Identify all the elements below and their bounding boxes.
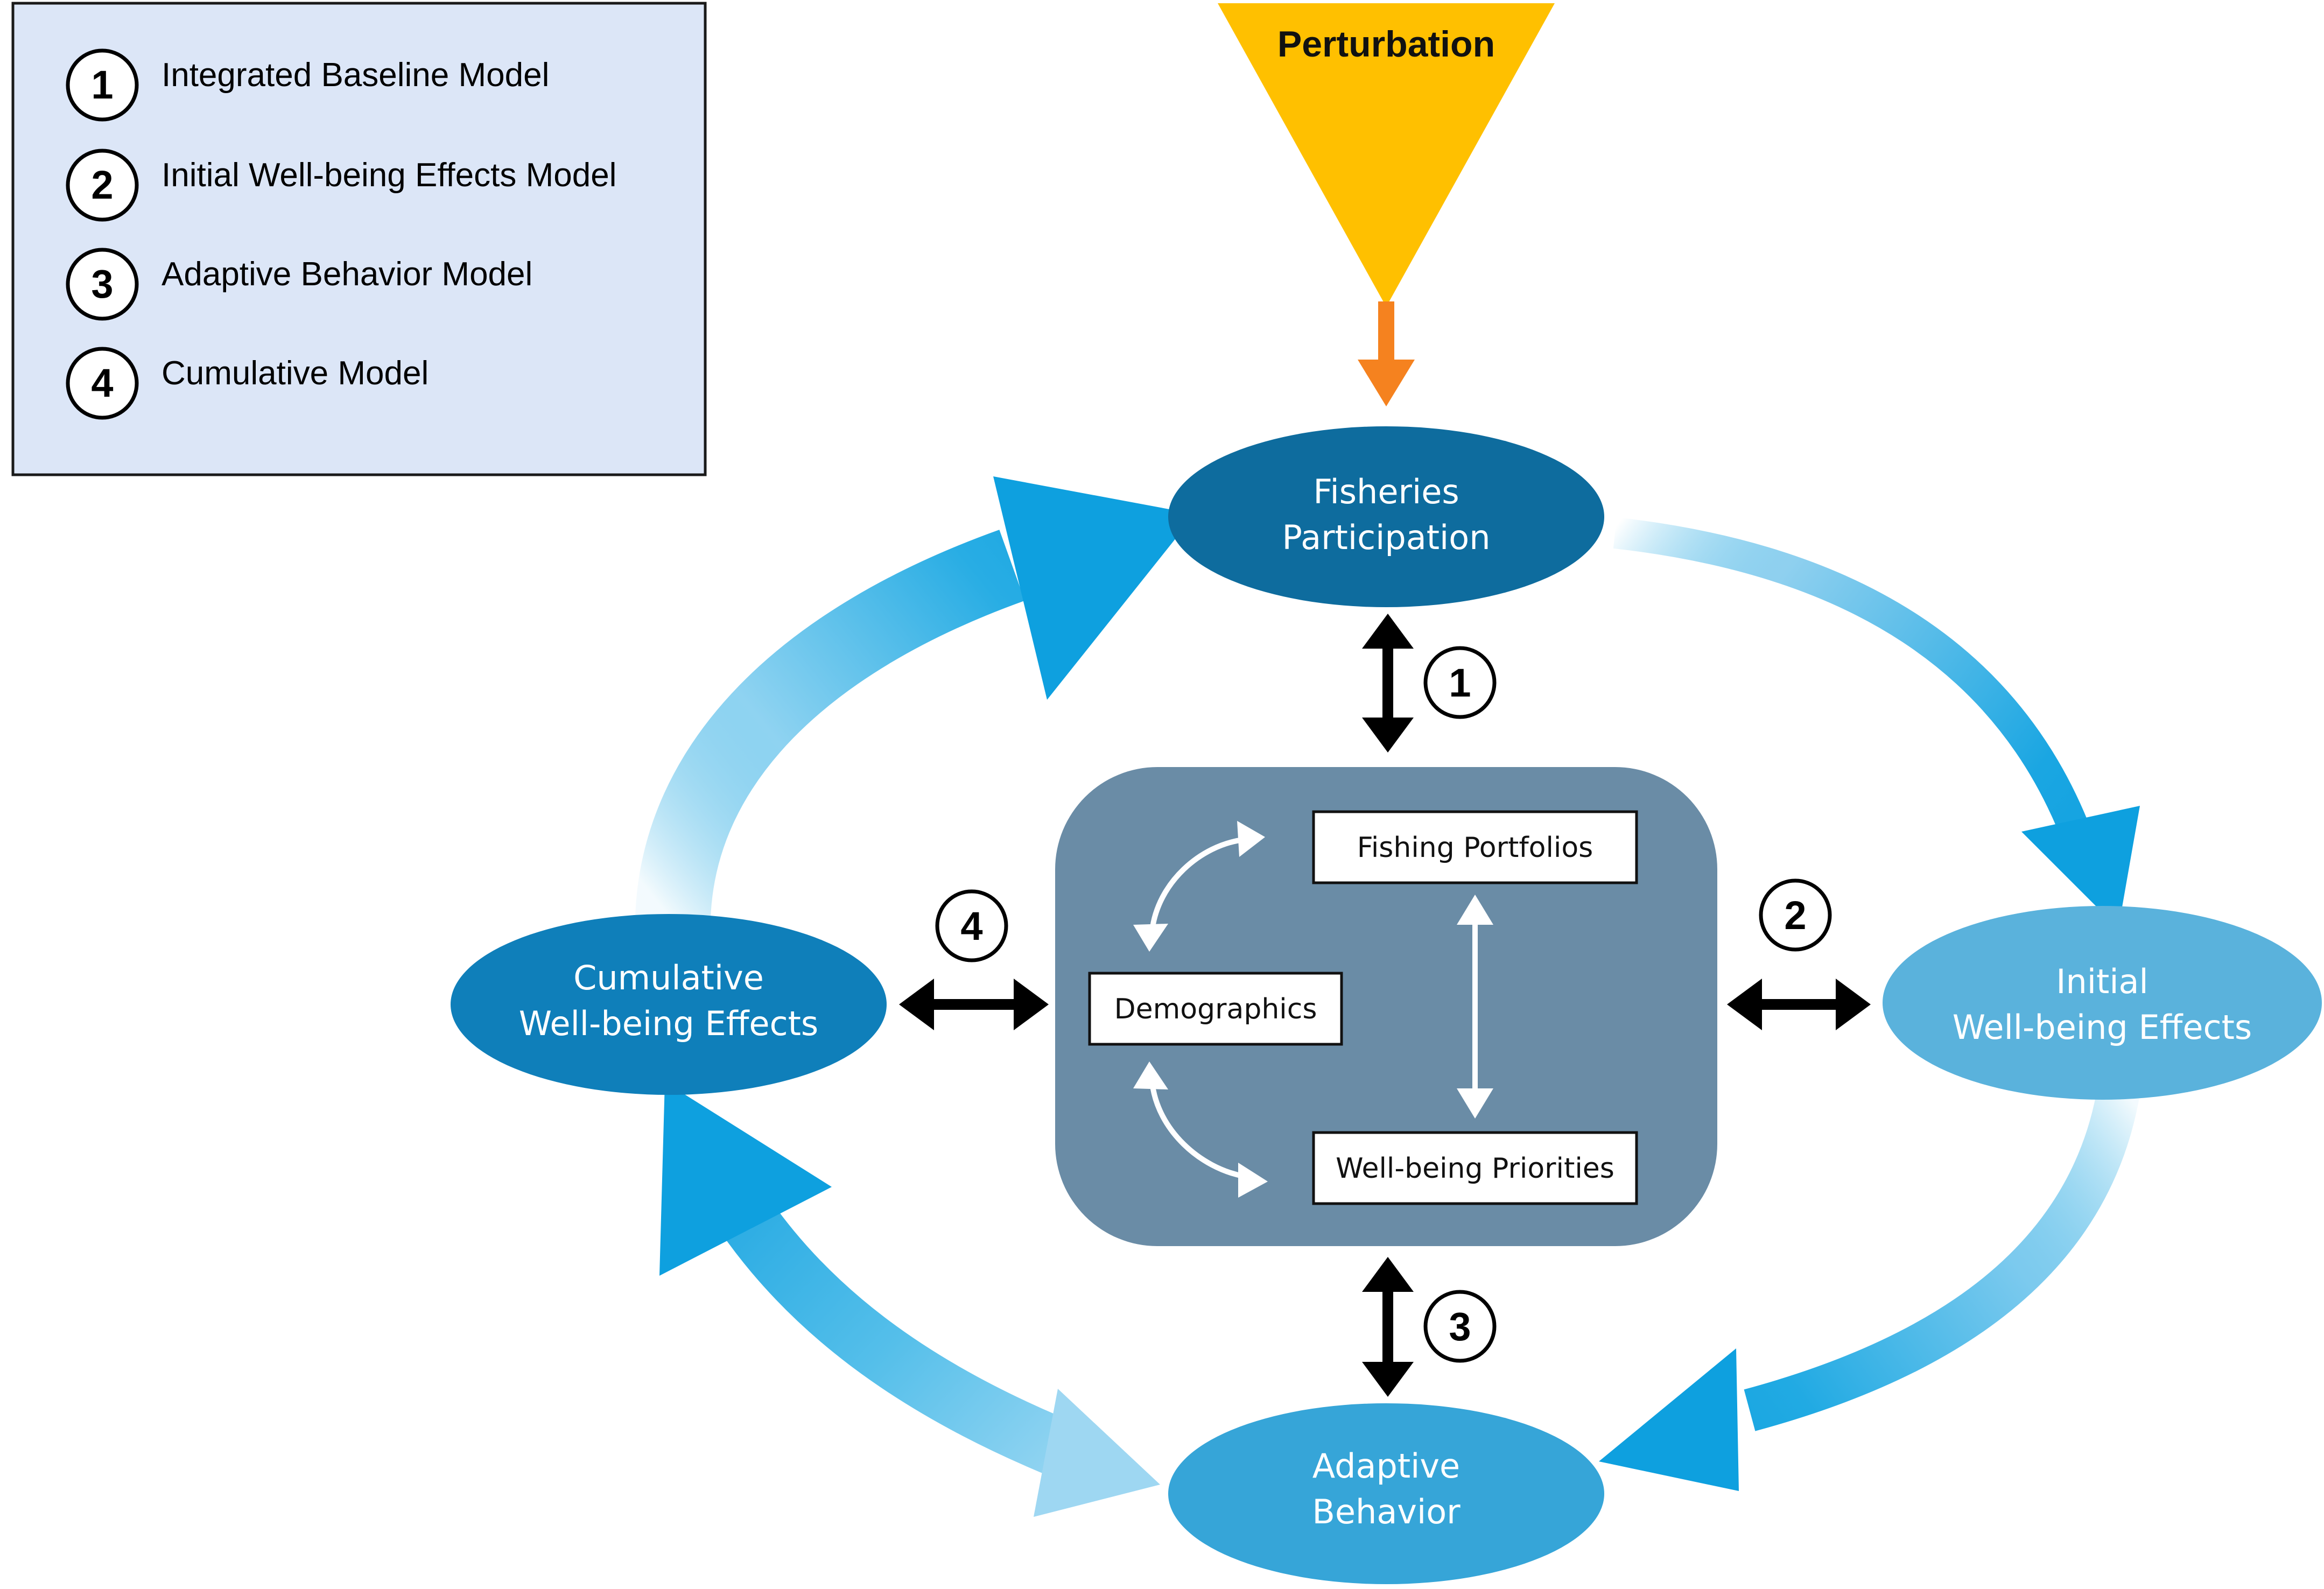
node-label-line1: Cumulative	[573, 958, 764, 997]
legend-item: 3 Adaptive Behavior Model	[66, 248, 532, 321]
node-adaptive-behavior: Adaptive Behavior	[1168, 1403, 1604, 1584]
legend-number-circle	[66, 48, 139, 122]
legend-number: 4	[91, 361, 113, 405]
fishing-portfolios-box	[1312, 810, 1638, 884]
legend-number: 2	[91, 163, 113, 207]
legend-label: Adaptive Behavior Model	[162, 256, 532, 293]
perturbation-arrow-shaft	[1378, 301, 1394, 363]
node-label-line2: Well-being Effects	[1953, 1008, 2252, 1047]
legend-label: Integrated Baseline Model	[162, 57, 549, 94]
connector-head	[1362, 1257, 1414, 1292]
legend-item: 1 Integrated Baseline Model	[66, 48, 549, 122]
legend-number: 3	[91, 262, 113, 306]
connector-bottom: 3	[1362, 1257, 1497, 1397]
arrowhead-white	[1238, 1163, 1268, 1198]
connector-number-circle	[1423, 1290, 1497, 1363]
legend-label: Initial Well-being Effects Model	[162, 157, 616, 194]
arrowhead-bottom-right	[1599, 1348, 1739, 1491]
wellbeing-priorities-box	[1312, 1131, 1638, 1205]
demographics-box	[1088, 972, 1343, 1046]
arrowhead-white	[1133, 924, 1168, 952]
connector-head	[1014, 979, 1049, 1030]
perturbation: Perturbation	[1218, 3, 1555, 406]
arrowhead-white	[1237, 821, 1265, 857]
arrowhead-bottom-left-down	[1034, 1389, 1160, 1517]
arrowhead-top-left	[993, 476, 1195, 700]
perturbation-triangle	[1218, 3, 1555, 307]
connector-number: 4	[960, 904, 982, 948]
connector-number-circle	[1759, 878, 1832, 952]
legend-number-circle	[66, 248, 139, 321]
connector-number-circle	[935, 889, 1008, 962]
connector-left: 4	[899, 889, 1049, 1030]
flow-arrow-top-left	[635, 530, 1025, 920]
node-fisheries-participation: Fisheries Participation	[1168, 426, 1604, 607]
connector-right: 2	[1727, 878, 1871, 1030]
center-panel-box	[1055, 767, 1717, 1246]
connector-head	[1362, 614, 1414, 649]
connector-number-circle	[1423, 646, 1497, 719]
perturbation-arrowhead	[1358, 360, 1415, 406]
arrowhead-bottom-left-up	[659, 1082, 832, 1276]
center-panel: Fishing Portfolios Demographics Well-bei…	[1055, 767, 1717, 1246]
node-cumulative-wellbeing: Cumulative Well-being Effects	[451, 914, 887, 1095]
node-initial-wellbeing: Initial Well-being Effects	[1883, 906, 2322, 1100]
connector-number: 3	[1449, 1304, 1471, 1349]
connector-head	[899, 979, 934, 1030]
legend-item: 4 Cumulative Model	[66, 347, 429, 420]
node-ellipse	[1883, 906, 2322, 1100]
fishing-portfolios-label: Fishing Portfolios	[1357, 832, 1593, 864]
legend: 1 Integrated Baseline Model 2 Initial We…	[11, 2, 707, 476]
connector-head	[1836, 979, 1871, 1030]
connector-head	[1362, 1362, 1414, 1397]
flow-arrow-bottom-right	[1744, 1088, 2140, 1431]
legend-label: Cumulative Model	[162, 355, 429, 392]
connector-top: 1	[1362, 614, 1497, 753]
perturbation-label: Perturbation	[1277, 24, 1495, 65]
legend-number: 1	[91, 62, 113, 107]
arrowhead-up-white	[1457, 895, 1493, 925]
wellbeing-priorities-label: Well-being Priorities	[1336, 1152, 1614, 1185]
demographics-portfolios-arrow	[1149, 837, 1244, 932]
demographics-priorities-arrow	[1149, 1081, 1244, 1179]
node-label-line1: Initial	[2056, 962, 2149, 1001]
flow-arrows	[635, 476, 2140, 1517]
arrowhead-top-right	[2021, 806, 2140, 929]
legend-number-circle	[66, 347, 139, 420]
demographics-label: Demographics	[1114, 993, 1317, 1025]
arrowhead-white	[1133, 1061, 1168, 1089]
legend-item: 2 Initial Well-being Effects Model	[66, 149, 616, 222]
node-label-line2: Behavior	[1312, 1492, 1461, 1531]
flow-arrow-top-right	[1613, 517, 2090, 838]
node-label-line2: Participation	[1282, 518, 1490, 557]
connector-number: 1	[1449, 660, 1471, 705]
node-ellipse	[1168, 1403, 1604, 1584]
legend-number-circle	[66, 149, 139, 222]
node-ellipse	[451, 914, 887, 1095]
arrowhead-down-white	[1457, 1088, 1493, 1119]
flow-arrow-bottom-left	[693, 1159, 1104, 1489]
node-label-line2: Well-being Effects	[519, 1004, 818, 1043]
node-label-line1: Adaptive	[1312, 1446, 1460, 1486]
node-label-line1: Fisheries	[1313, 472, 1459, 511]
node-ellipse	[1168, 426, 1604, 607]
connector-head	[1362, 718, 1414, 753]
connector-head	[1727, 979, 1762, 1030]
connector-number: 2	[1784, 893, 1806, 938]
